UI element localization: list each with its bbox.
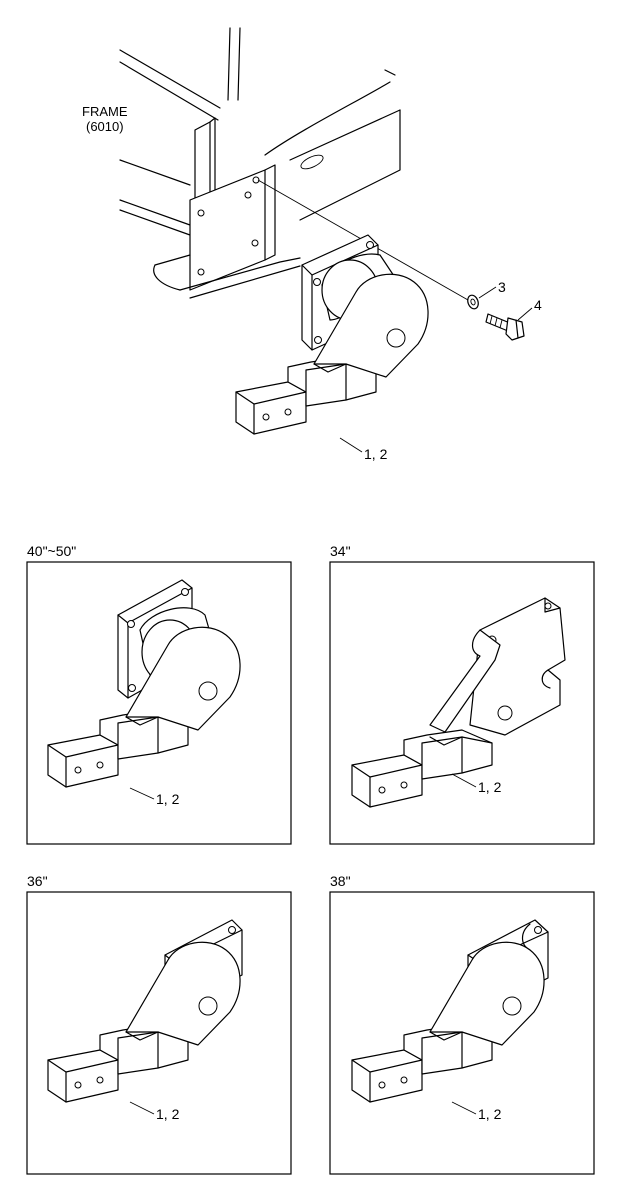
frame-code-label: (6010): [86, 119, 124, 134]
main-bracket-part: [235, 234, 429, 435]
callout-4: 4: [534, 297, 542, 313]
variant-callout-leader: [129, 1101, 155, 1115]
variant-callout: 1, 2: [156, 1106, 180, 1122]
variant-34: 34" 1, 2: [329, 543, 595, 845]
callout-4-leader: [517, 307, 533, 321]
variant-callout: 1, 2: [478, 779, 502, 795]
variant-38: 38" 1, 2: [329, 873, 595, 1175]
callout-parts-main: 1, 2: [364, 446, 388, 462]
variant-callout-leader: [451, 773, 477, 788]
variant-size-label: 40"~50": [27, 543, 76, 559]
variant-36: 36" 1, 2: [26, 873, 292, 1175]
frame-label: FRAME: [82, 104, 128, 119]
variant-callout: 1, 2: [478, 1106, 502, 1122]
frame-structure: [119, 27, 401, 299]
bolt-part: [485, 313, 525, 341]
variant-callout-leader: [451, 1101, 477, 1115]
callout-3-leader: [478, 286, 497, 299]
variant-40-50: 40"~50" 1, 2: [26, 543, 292, 845]
variant-size-label: 36": [27, 873, 48, 889]
callout-parts-leader: [339, 437, 363, 453]
washer-part: [467, 294, 479, 310]
main-assembly-view: FRAME (6010) 1, 2 3: [82, 27, 542, 462]
variant-size-label: 38": [330, 873, 351, 889]
variant-callout: 1, 2: [156, 791, 180, 807]
callout-3: 3: [498, 279, 506, 295]
variant-callout-leader: [129, 787, 155, 800]
variant-size-label: 34": [330, 543, 351, 559]
